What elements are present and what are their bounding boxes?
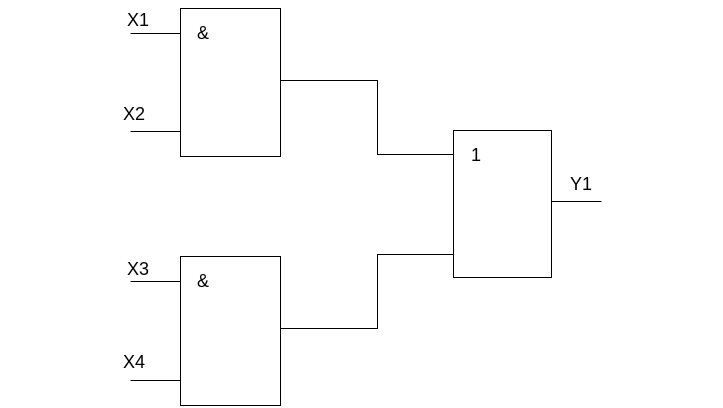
input-label-x3: X3 — [127, 259, 149, 279]
and-gate-bottom — [180, 256, 281, 406]
input-label-x2: X2 — [123, 104, 145, 124]
and-gate-top — [180, 8, 281, 157]
and-gate-top-symbol: & — [197, 23, 209, 43]
wire-and-top-to-or — [280, 80, 454, 155]
and-gate-bottom-symbol: & — [197, 271, 209, 291]
or-gate — [453, 130, 552, 278]
output-label-y1: Y1 — [570, 174, 592, 194]
wire-and-bottom-to-or — [280, 254, 454, 329]
input-label-x4: X4 — [123, 352, 145, 372]
input-label-x1: X1 — [127, 10, 149, 30]
or-gate-symbol: 1 — [471, 145, 481, 165]
